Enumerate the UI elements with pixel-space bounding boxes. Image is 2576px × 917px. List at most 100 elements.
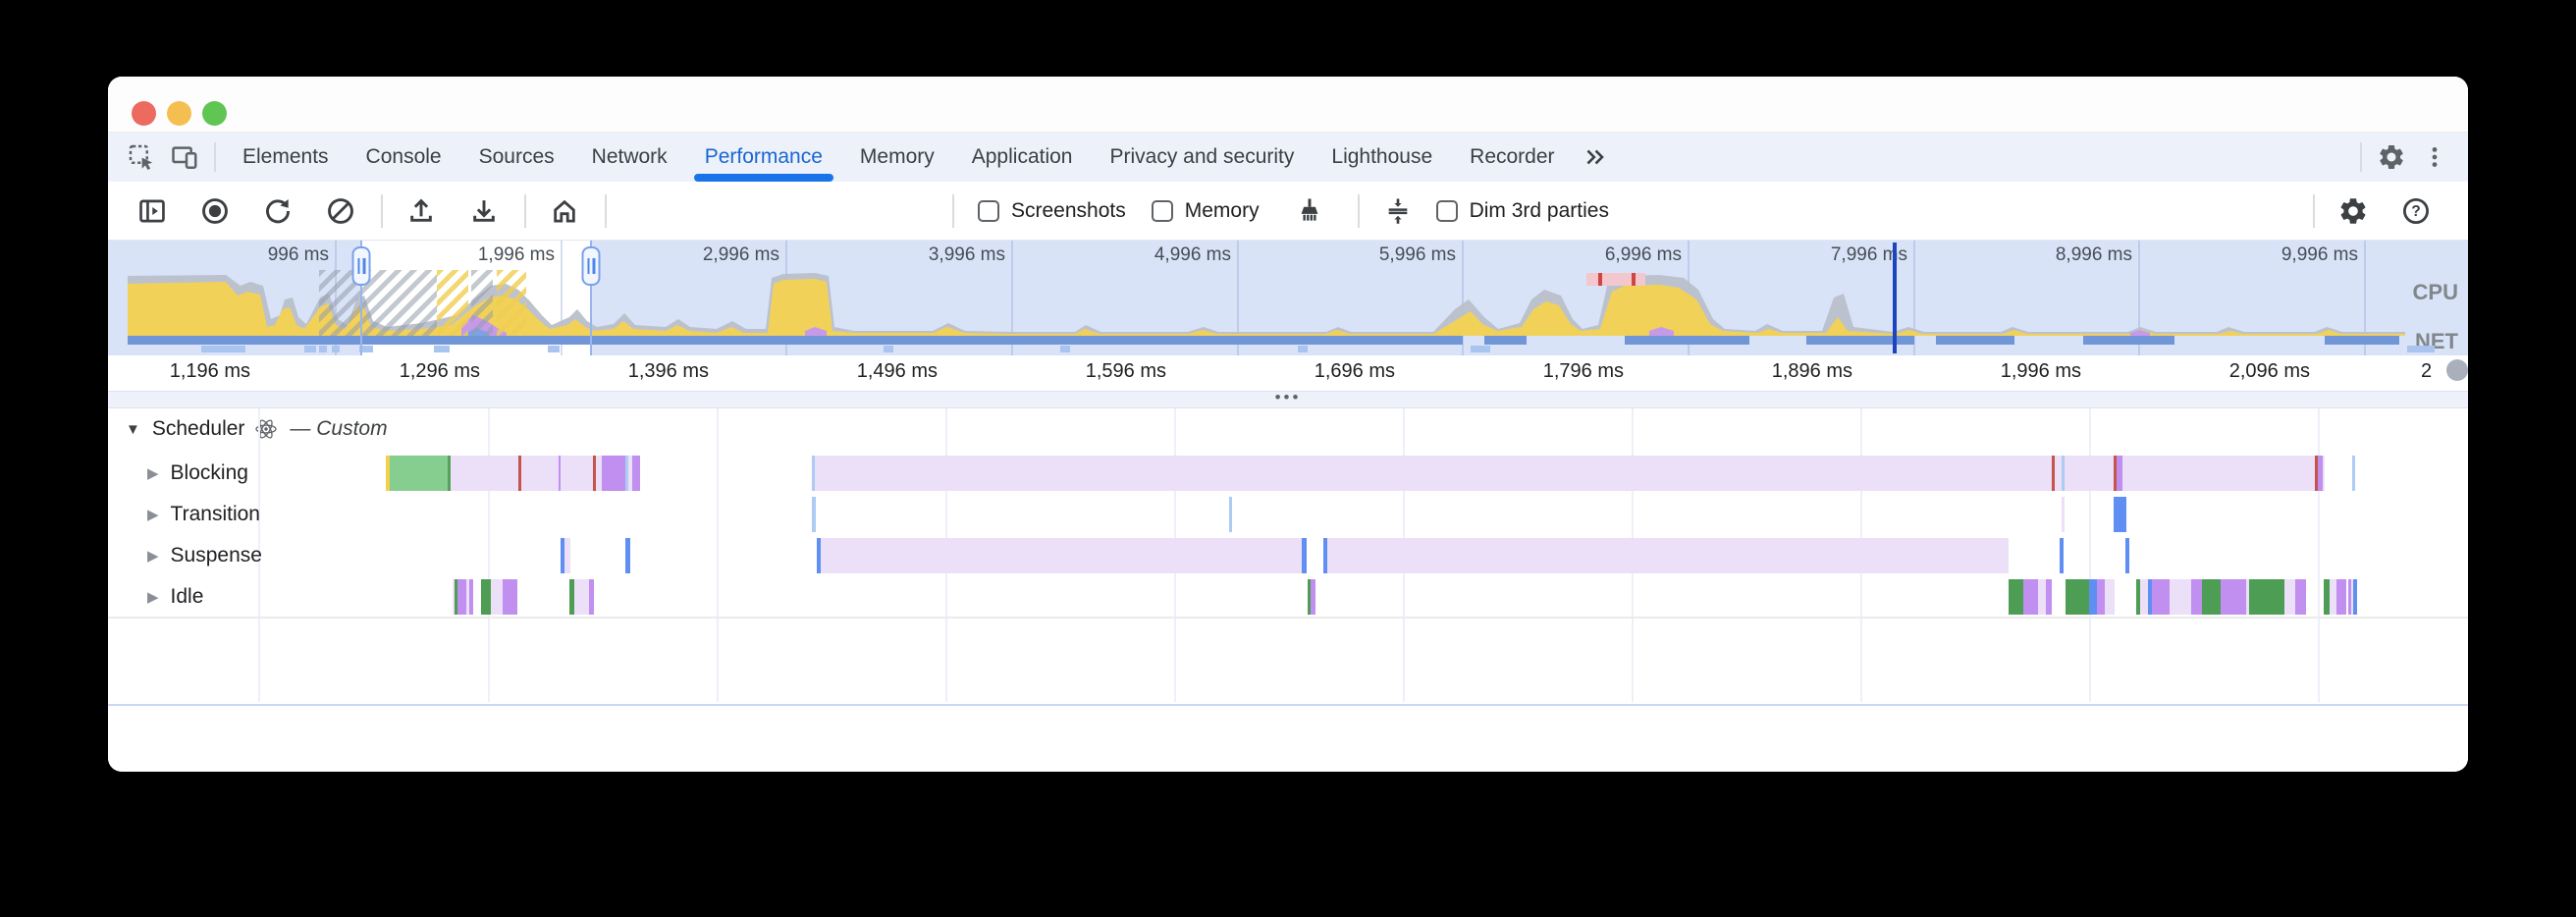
save-profile-button[interactable] [459,187,509,236]
flame-bar[interactable] [593,456,596,491]
more-tabs-button[interactable] [1574,135,1617,179]
flame-bar[interactable] [574,579,589,615]
flame-bar[interactable] [518,456,521,491]
toggle-sidebar-button[interactable] [128,187,177,236]
flame-bar[interactable] [1302,538,1307,573]
tab-network[interactable]: Network [591,145,668,168]
flame-bar[interactable] [521,456,559,491]
flame-bar[interactable] [2323,456,2325,491]
flame-bar[interactable] [625,538,630,573]
flame-bar[interactable] [466,579,469,615]
zoom-window-button[interactable] [202,101,227,126]
flame-bar[interactable] [812,497,816,532]
flame-bar[interactable] [564,538,570,573]
flame-bar[interactable] [2351,579,2353,615]
collapse-track-icon[interactable]: ▼ [126,420,140,438]
flame-bar[interactable] [503,579,517,615]
flame-bar[interactable] [469,579,473,615]
clear-button[interactable] [316,187,365,236]
flame-bar[interactable] [2105,579,2115,615]
flame-bar[interactable] [2046,579,2052,615]
tab-performance[interactable]: Performance [686,133,841,182]
tab-console[interactable]: Console [365,145,442,168]
capture-settings-button[interactable] [2329,187,2378,236]
shrink-flame-chart-button[interactable] [1373,187,1422,236]
flame-chart[interactable]: ▼ Scheduler — Custom ▶Blocking ▶Transitio… [108,408,2468,702]
panel-splitter-handle[interactable]: ••• [108,389,2468,408]
flame-bar[interactable] [457,579,466,615]
flame-bar[interactable] [561,538,564,573]
flame-bar[interactable] [2235,579,2246,615]
flame-bar[interactable] [628,456,632,491]
row-label-blocking[interactable]: ▶Blocking [147,456,248,491]
flame-bar[interactable] [2170,579,2191,615]
flame-bar[interactable] [2152,579,2170,615]
flame-bar[interactable] [455,579,457,615]
devtools-settings-button[interactable] [2370,135,2413,179]
right-resize-handle[interactable] [581,246,601,286]
flame-bar[interactable] [2202,579,2221,615]
flame-bar[interactable] [2249,579,2284,615]
flame-bar[interactable] [2148,579,2152,615]
flame-bar[interactable] [390,456,448,491]
flame-bar[interactable] [1308,579,1311,615]
flame-bar[interactable] [2348,579,2351,615]
devtools-menu-button[interactable] [2413,135,2456,179]
flame-bar[interactable] [2318,456,2323,491]
flame-bar[interactable] [2336,579,2346,615]
flame-bar[interactable] [2062,456,2065,491]
flame-bar[interactable] [451,456,518,491]
flame-bar[interactable] [815,456,2052,491]
flame-bar[interactable] [602,456,625,491]
live-metrics-button[interactable] [540,187,589,236]
dim-3rd-parties-checkbox[interactable] [1435,200,1458,222]
flame-bar[interactable] [2246,579,2249,615]
toggle-device-toolbar-button[interactable] [163,135,206,179]
flame-bar[interactable] [453,579,455,615]
flame-bar[interactable] [2315,456,2318,491]
flame-bar[interactable] [2065,456,2114,491]
expand-row-icon[interactable]: ▶ [147,589,159,606]
flame-bar[interactable] [817,538,821,573]
flame-bar[interactable] [625,456,628,491]
flame-bar[interactable] [1311,579,1315,615]
flame-bar[interactable] [2097,579,2105,615]
collect-garbage-button[interactable] [1285,187,1334,236]
flame-bar[interactable] [2038,579,2046,615]
flame-bar[interactable] [481,579,491,615]
flame-bar[interactable] [2052,456,2055,491]
flame-bar[interactable] [2221,579,2235,615]
expand-row-icon[interactable]: ▶ [147,507,159,523]
tab-memory[interactable]: Memory [859,145,935,168]
flame-bar[interactable] [812,456,815,491]
tab-lighthouse[interactable]: Lighthouse [1331,145,1433,168]
expand-row-icon[interactable]: ▶ [147,465,159,482]
flame-bar[interactable] [589,579,594,615]
expand-row-icon[interactable]: ▶ [147,548,159,565]
flame-bar[interactable] [2062,497,2065,532]
load-profile-button[interactable] [397,187,446,236]
flame-bar[interactable] [386,456,390,491]
memory-checkbox[interactable] [1151,200,1173,222]
flame-bar[interactable] [2114,497,2126,532]
flame-bar[interactable] [448,456,451,491]
vertical-scrollbar-thumb[interactable] [2446,359,2468,381]
flame-bar[interactable] [2023,579,2038,615]
tab-application[interactable]: Application [971,145,1073,168]
flame-bar[interactable] [1327,538,2009,573]
track-header-scheduler[interactable]: ▼ Scheduler — Custom [126,414,388,444]
row-label-idle[interactable]: ▶Idle [147,579,203,615]
left-resize-handle[interactable] [351,246,371,286]
minimize-window-button[interactable] [167,101,191,126]
flame-bar[interactable] [2353,579,2357,615]
tab-privacy-and-security[interactable]: Privacy and security [1109,145,1295,168]
flame-bar[interactable] [2136,579,2140,615]
flame-bar[interactable] [491,579,503,615]
flame-bar[interactable] [2117,456,2122,491]
row-label-transition[interactable]: ▶Transition [147,497,260,532]
flame-bar[interactable] [2295,579,2306,615]
flame-bar[interactable] [596,456,602,491]
tab-sources[interactable]: Sources [478,145,555,168]
flame-bar[interactable] [2114,456,2117,491]
